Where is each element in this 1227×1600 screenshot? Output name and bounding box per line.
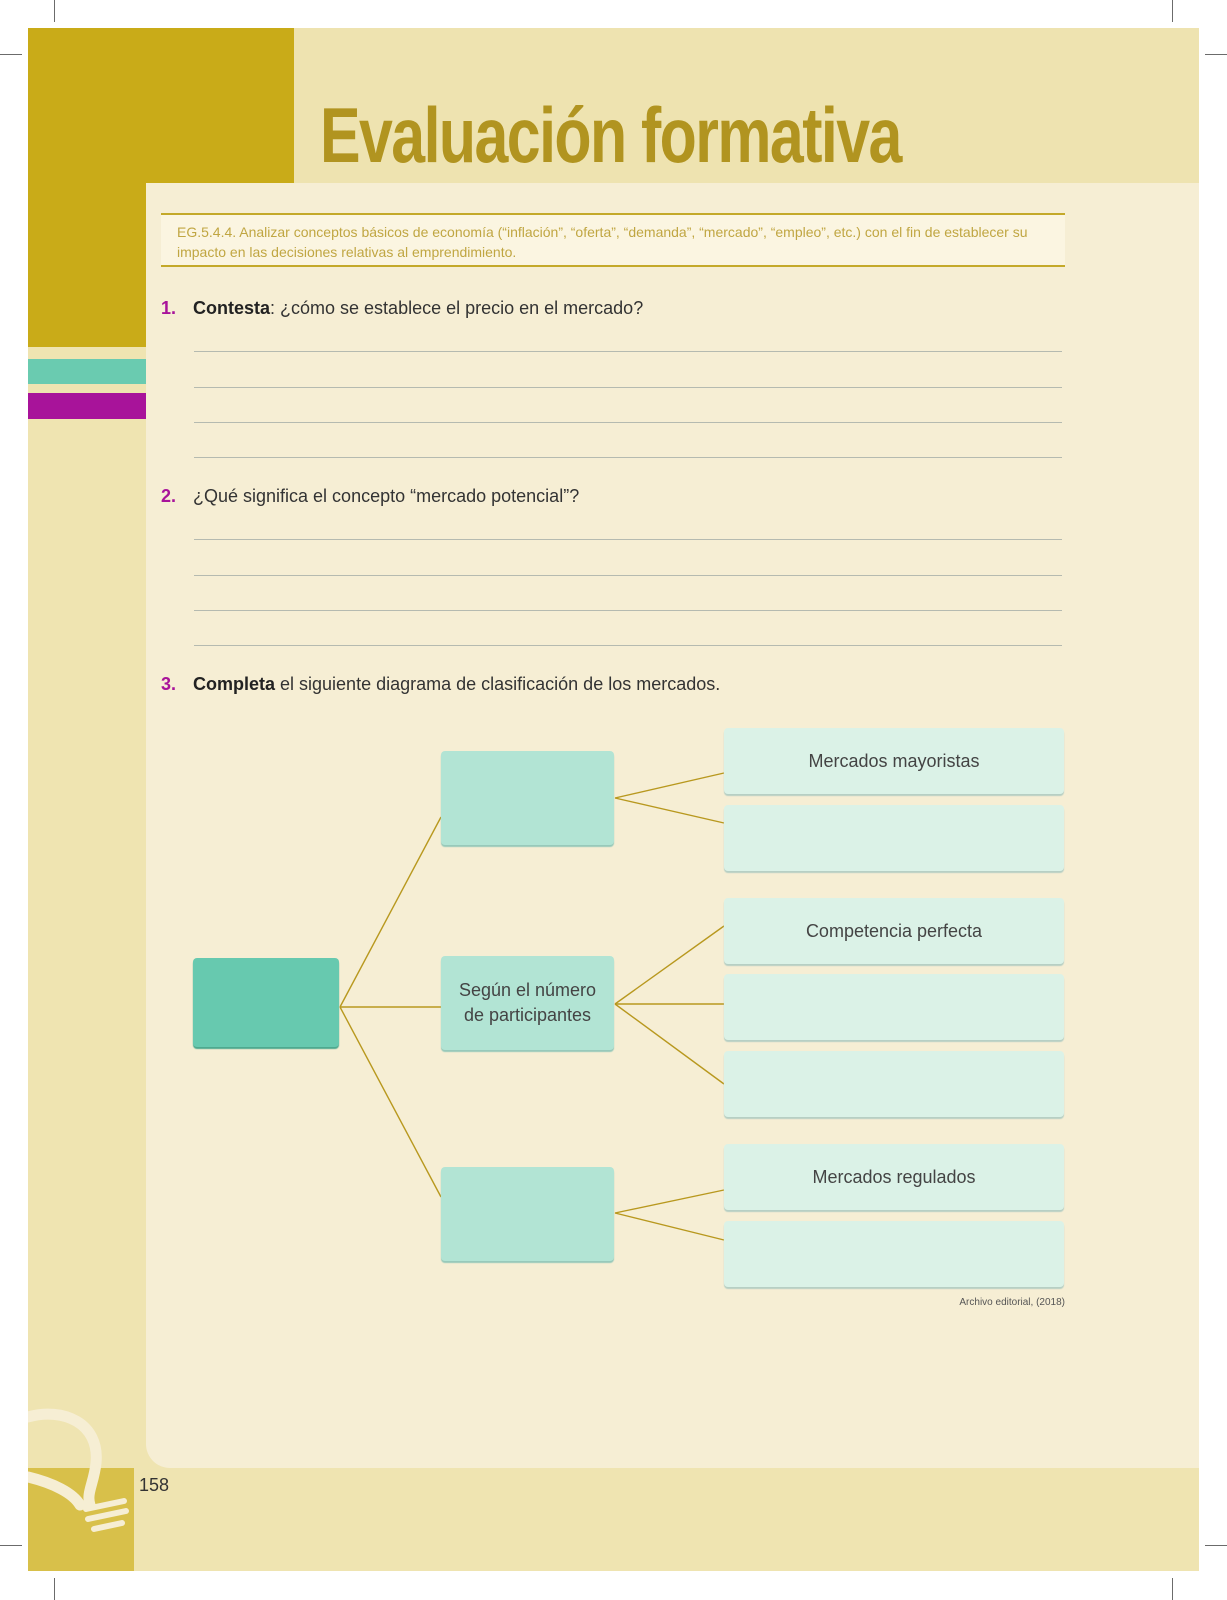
corner-block [28, 28, 294, 183]
answer-line[interactable] [194, 351, 1062, 352]
footer-band [134, 1468, 1199, 1571]
answer-line[interactable] [194, 387, 1062, 388]
diagram-leaf-box[interactable] [724, 805, 1064, 871]
diagram-leaf-box[interactable]: Mercados regulados [724, 1144, 1064, 1210]
diagram-leaf-box[interactable] [724, 1051, 1064, 1117]
lightbulb-icon [28, 1408, 129, 1532]
connector [339, 1006, 442, 1198]
crop-mark [1172, 0, 1173, 22]
connector [614, 1189, 725, 1214]
diagram-leaf-box[interactable] [724, 1221, 1064, 1287]
crop-mark [54, 0, 55, 22]
answer-line[interactable] [194, 645, 1062, 646]
diagram-leaf-box[interactable]: Competencia perfecta [724, 898, 1064, 964]
diagram-branch-box[interactable] [441, 1167, 614, 1261]
question-number: 2. [161, 486, 177, 506]
answer-line[interactable] [194, 610, 1062, 611]
diagram-root-box[interactable] [193, 958, 339, 1047]
question-bold: Completa [193, 674, 276, 694]
crop-mark [54, 1578, 55, 1600]
crop-mark [1172, 1578, 1173, 1600]
teal-stripe [28, 359, 146, 384]
page-title: Evaluación formativa [320, 91, 902, 179]
diagram-branch-box[interactable] [441, 751, 614, 845]
crop-mark [0, 54, 22, 55]
diagram-leaf-box[interactable]: Mercados mayoristas [724, 728, 1064, 794]
question-text: el siguiente diagrama de clasificación d… [275, 674, 721, 694]
question-bold: Contesta [193, 298, 271, 318]
answer-line[interactable] [194, 575, 1062, 576]
question-1: 1. Contesta: ¿cómo se establece el precio… [161, 298, 643, 319]
diagram-branch-box[interactable]: Según el número de participantes [441, 956, 614, 1050]
connector [614, 1003, 725, 1085]
question-text: : ¿cómo se establece el precio en el mer… [270, 298, 644, 318]
magenta-stripe [28, 393, 146, 419]
answer-line[interactable] [194, 422, 1062, 423]
image-credit: Archivo editorial, (2018) [959, 1297, 1065, 1308]
side-block [28, 183, 146, 347]
objective-box: EG.5.4.4. Analizar conceptos básicos de … [161, 213, 1065, 267]
question-2: 2. ¿Qué significa el concepto “mercado po… [161, 486, 579, 507]
answer-line[interactable] [194, 457, 1062, 458]
question-text: ¿Qué significa el concepto “mercado pote… [193, 486, 580, 506]
connector [339, 816, 442, 1008]
page-number: 158 [139, 1475, 170, 1495]
crop-mark [1205, 54, 1227, 55]
diagram-leaf-box[interactable] [724, 974, 1064, 1040]
connector [614, 797, 725, 824]
question-3: 3. Completa el siguiente diagrama de clas… [161, 674, 720, 695]
connector [614, 925, 725, 1005]
crop-mark [1205, 1545, 1227, 1546]
question-number: 1. [161, 298, 177, 318]
question-number: 3. [161, 674, 177, 694]
crop-mark [0, 1545, 22, 1546]
header-band [294, 28, 1199, 183]
answer-line[interactable] [194, 539, 1062, 540]
objective-text: EG.5.4.4. Analizar conceptos básicos de … [177, 224, 1028, 260]
connector [614, 1212, 725, 1241]
connector [614, 772, 725, 799]
